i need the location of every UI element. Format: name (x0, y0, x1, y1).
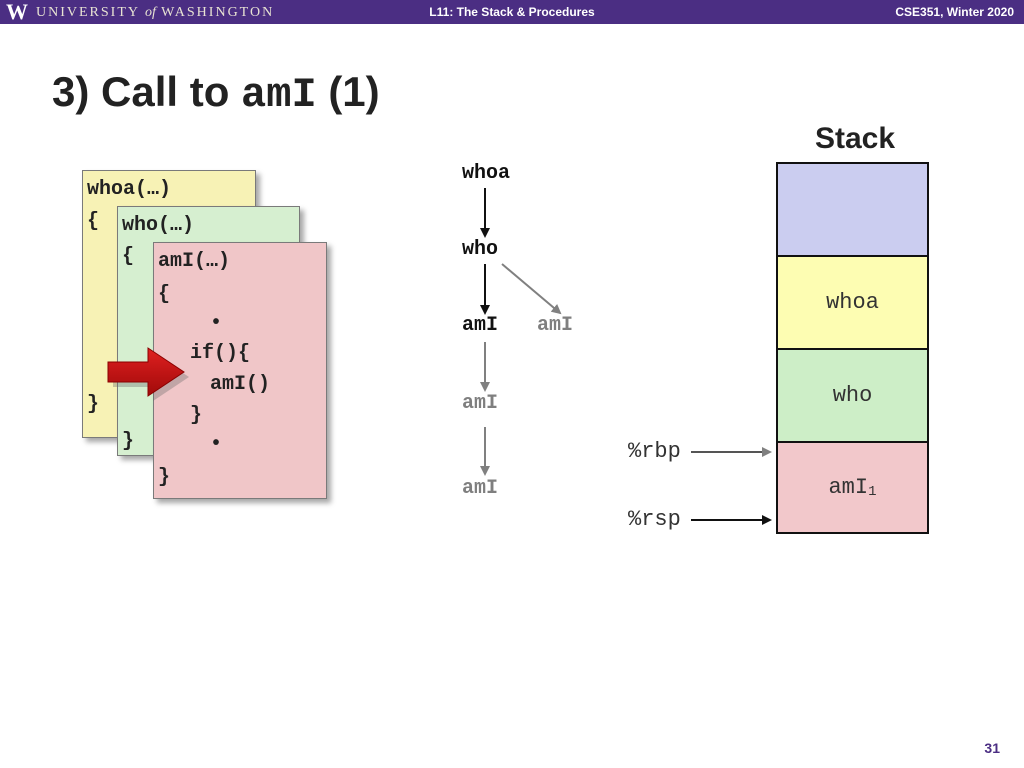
graph-node-ami-current: amI (462, 314, 499, 337)
ami-close-brace: } (158, 466, 171, 489)
who-open-brace: { (122, 245, 135, 268)
ami-bullet-2: • (210, 433, 223, 456)
graph-node-ami-depth3: amI (462, 477, 499, 500)
slide-number: 31 (984, 740, 1000, 756)
edge-who-ami-right (501, 263, 562, 315)
header-bar: W UNIVERSITY of WASHINGTON L11: The Stac… (0, 0, 1024, 24)
course-name: CSE351, Winter 2020 (895, 5, 1014, 19)
whoa-signature: whoa(…) (87, 178, 172, 201)
stack-frame-whoa: whoa (776, 255, 929, 350)
ami-signature: amI(…) (158, 250, 231, 273)
stack-frame-caller (776, 162, 929, 257)
ami-bullet-1: • (210, 312, 223, 335)
ami-if-close: } (190, 404, 203, 427)
ami-open-brace: { (158, 283, 171, 306)
slide-title: 3) Call to amI (1) (52, 68, 380, 119)
whoa-open-brace: { (87, 210, 100, 233)
graph-node-who: who (462, 238, 499, 261)
university-name: UNIVERSITY of WASHINGTON (36, 5, 275, 20)
graph-node-whoa: whoa (462, 162, 511, 185)
register-rbp: %rbp (628, 439, 681, 464)
ami-if-line: if(){ (190, 342, 251, 365)
ami-recursive-call: amI() (210, 373, 271, 396)
whoa-close-brace: } (87, 393, 100, 416)
stack-frame-who: who (776, 348, 929, 443)
who-signature: who(…) (122, 214, 195, 237)
graph-node-ami-depth2: amI (462, 392, 499, 415)
lecture-title: L11: The Stack & Procedures (429, 5, 595, 19)
stack-title: Stack (814, 122, 896, 155)
graph-node-ami-sibling: amI (537, 314, 574, 337)
current-line-arrow-icon (107, 347, 189, 401)
uw-logo: W (6, 0, 28, 24)
who-close-brace: } (122, 430, 135, 453)
register-rsp: %rsp (628, 507, 681, 532)
